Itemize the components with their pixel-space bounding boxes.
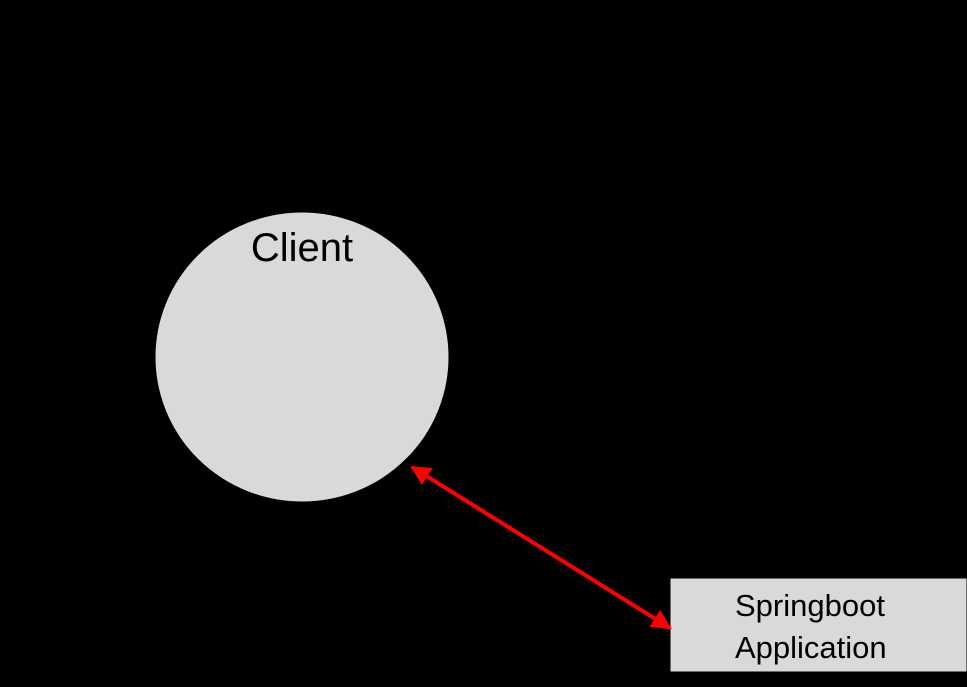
client-ellipse-shape[interactable] bbox=[154, 211, 450, 503]
edge-client-springboot-link[interactable] bbox=[410, 465, 672, 630]
springboot-application-label-line-2: Application bbox=[735, 630, 887, 665]
springboot-application-label-line-1: Springboot bbox=[735, 588, 885, 623]
node-client[interactable]: Client bbox=[154, 211, 450, 503]
connector-line[interactable] bbox=[410, 465, 672, 630]
client-node-label: Client bbox=[251, 226, 353, 270]
node-springboot-application[interactable]: Springboot Application bbox=[669, 577, 967, 673]
springboot-application-rect-shape[interactable] bbox=[669, 577, 967, 673]
